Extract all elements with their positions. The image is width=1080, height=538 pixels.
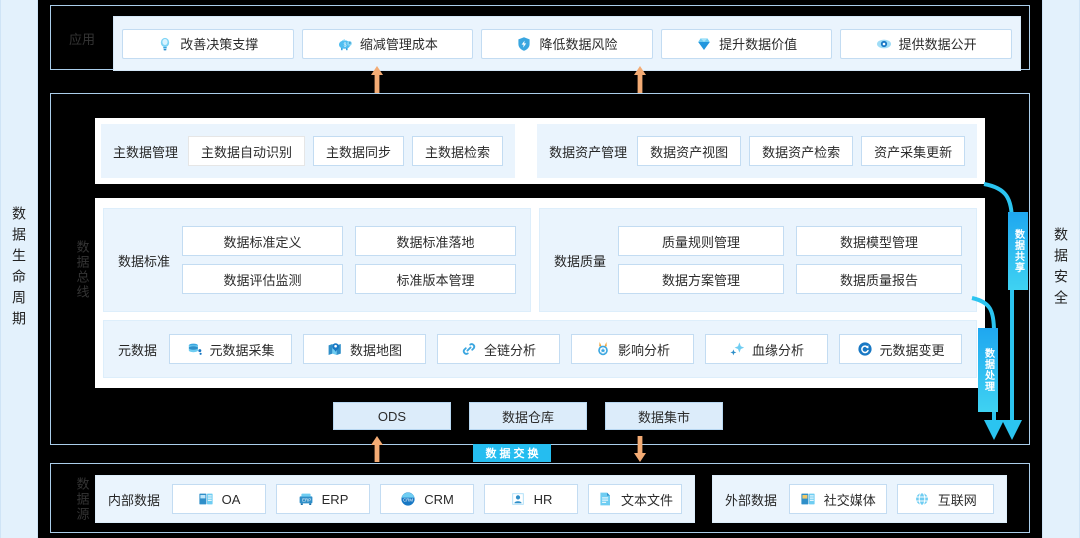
data-bus-layer-label: 数据总线 [74, 240, 90, 300]
data-asset-btn-collect-update[interactable]: 资产采集更新 [861, 136, 966, 166]
storage-mart[interactable]: 数据集市 [605, 402, 723, 430]
master-data-btn-auto-recognize[interactable]: 主数据自动识别 [188, 136, 306, 166]
data-asset-title: 数据资产管理 [549, 144, 628, 160]
application-chip-row: 改善决策支撑 $ 缩减管理成本 降低数据风险 提升数据价值 [113, 16, 1021, 71]
app-chip-label: 提供数据公开 [898, 37, 977, 52]
piggy-bank-icon: $ [337, 36, 353, 52]
internal-data-group: 内部数据 OA ERP ERP CRM CRM HR [95, 475, 695, 523]
data-quality-group: 数据质量 质量规则管理 数据模型管理 数据方案管理 数据质量报告 [539, 208, 977, 312]
source-btn-text-file[interactable]: 文本文件 [588, 484, 683, 514]
crm-icon: CRM [400, 491, 416, 507]
source-btn-oa[interactable]: OA [172, 484, 267, 514]
governance-card: 数据标准 数据标准定义 数据标准落地 数据评估监测 标准版本管理 数据质量 质量… [95, 198, 985, 388]
security-rail-label: 数据安全 [1053, 227, 1069, 311]
globe-icon [914, 491, 930, 507]
shield-icon [516, 36, 532, 52]
metadata-btn-data-map[interactable]: 数据地图 [303, 334, 427, 364]
eye-icon [876, 36, 892, 52]
arrow-bus-to-app-right [633, 66, 647, 94]
link-chain-icon [461, 341, 477, 357]
security-rail: 数据安全 [1042, 0, 1080, 538]
diamond-icon [696, 36, 712, 52]
data-standard-group: 数据标准 数据标准定义 数据标准落地 数据评估监测 标准版本管理 [103, 208, 531, 312]
data-quality-title: 数据质量 [554, 253, 607, 269]
app-chip-improve-decision[interactable]: 改善决策支撑 [122, 28, 294, 59]
svg-text:ERP: ERP [302, 497, 311, 502]
data-standard-title: 数据标准 [118, 253, 171, 269]
sparkle-icon [729, 341, 745, 357]
lightbulb-icon [157, 36, 173, 52]
data-quality-btn-report[interactable]: 数据质量报告 [796, 264, 962, 294]
data-standard-btn-assessment[interactable]: 数据评估监测 [182, 264, 343, 294]
data-standard-btn-implementation[interactable]: 数据标准落地 [355, 226, 516, 256]
master-and-asset-row: 主数据管理 主数据自动识别 主数据同步 主数据检索 数据资产管理 数据资产视图 … [95, 118, 985, 184]
flow-tag-data-share: 数据共享 [1008, 212, 1028, 290]
source-btn-crm[interactable]: CRM CRM [380, 484, 475, 514]
data-standard-btn-version[interactable]: 标准版本管理 [355, 264, 516, 294]
metadata-btn-full-chain[interactable]: 全链分析 [437, 334, 561, 364]
document-icon [597, 491, 613, 507]
lifecycle-rail: 数据生命周期 [0, 0, 38, 538]
application-layer-label: 应用 [68, 32, 95, 47]
metadata-btn-lineage[interactable]: 血缘分析 [705, 334, 829, 364]
app-chip-increase-value[interactable]: 提升数据价值 [660, 28, 833, 59]
database-collect-icon [187, 341, 203, 357]
medal-icon [595, 341, 611, 357]
master-data-btn-search[interactable]: 主数据检索 [412, 136, 504, 166]
data-asset-btn-view[interactable]: 数据资产视图 [637, 136, 742, 166]
app-chip-label: 改善决策支撑 [180, 37, 259, 52]
app-chip-reduce-risk[interactable]: 降低数据风险 [481, 28, 653, 59]
source-btn-social-media[interactable]: 社交媒体 [789, 484, 887, 514]
flow-tag-data-processing: 数据处理 [978, 328, 998, 412]
app-chip-reduce-cost[interactable]: $ 缩减管理成本 [301, 28, 474, 59]
app-chip-label: 降低数据风险 [539, 37, 618, 52]
app-chip-data-open[interactable]: 提供数据公开 [840, 28, 1012, 59]
source-btn-erp[interactable]: ERP ERP [276, 484, 371, 514]
master-data-btn-sync[interactable]: 主数据同步 [313, 136, 405, 166]
data-exchange-badge: 数据交换 [473, 444, 551, 462]
metadata-group: 元数据 元数据采集 数据地图 [103, 320, 977, 378]
storage-warehouse[interactable]: 数据仓库 [469, 402, 587, 430]
map-pin-icon [327, 341, 343, 357]
external-data-title: 外部数据 [725, 492, 778, 508]
application-layer: 应用 改善决策支撑 $ 缩减管理成本 降低数据风险 [50, 5, 1030, 71]
arrow-bus-to-app-left [370, 66, 384, 94]
master-data-group: 主数据管理 主数据自动识别 主数据同步 主数据检索 [101, 124, 516, 178]
source-btn-hr[interactable]: HR [484, 484, 579, 514]
svg-text:CRM: CRM [403, 498, 413, 503]
data-source-layer-label: 数据源 [74, 476, 90, 522]
arrow-source-to-bus [370, 436, 384, 462]
app-chip-label: 提升数据价值 [719, 37, 798, 52]
lifecycle-rail-label: 数据生命周期 [11, 206, 27, 332]
external-data-group: 外部数据 社交媒体 互联网 [712, 475, 1007, 523]
metadata-btn-collect[interactable]: 元数据采集 [169, 334, 293, 364]
hr-icon [510, 491, 526, 507]
data-quality-btn-model[interactable]: 数据模型管理 [796, 226, 962, 256]
master-data-title: 主数据管理 [113, 144, 179, 160]
erp-icon: ERP [298, 491, 314, 507]
metadata-btn-change[interactable]: 元数据变更 [839, 334, 963, 364]
source-btn-internet[interactable]: 互联网 [896, 484, 995, 514]
metadata-btn-impact[interactable]: 影响分析 [571, 334, 695, 364]
data-asset-group: 数据资产管理 数据资产视图 数据资产检索 资产采集更新 [537, 124, 978, 178]
svg-text:$: $ [343, 42, 346, 48]
social-media-icon [800, 491, 816, 507]
internal-data-title: 内部数据 [108, 492, 161, 508]
data-flow-paths [971, 182, 1022, 440]
arrow-bus-to-source [633, 436, 647, 462]
data-standard-btn-definition[interactable]: 数据标准定义 [182, 226, 343, 256]
app-chip-label: 缩减管理成本 [359, 37, 438, 52]
metadata-title: 元数据 [118, 342, 158, 358]
storage-ods[interactable]: ODS [333, 402, 451, 430]
data-asset-btn-search[interactable]: 数据资产检索 [749, 136, 854, 166]
data-quality-btn-rules[interactable]: 质量规则管理 [618, 226, 784, 256]
data-quality-btn-plan[interactable]: 数据方案管理 [618, 264, 784, 294]
refresh-circle-icon [857, 341, 873, 357]
oa-icon [198, 491, 214, 507]
